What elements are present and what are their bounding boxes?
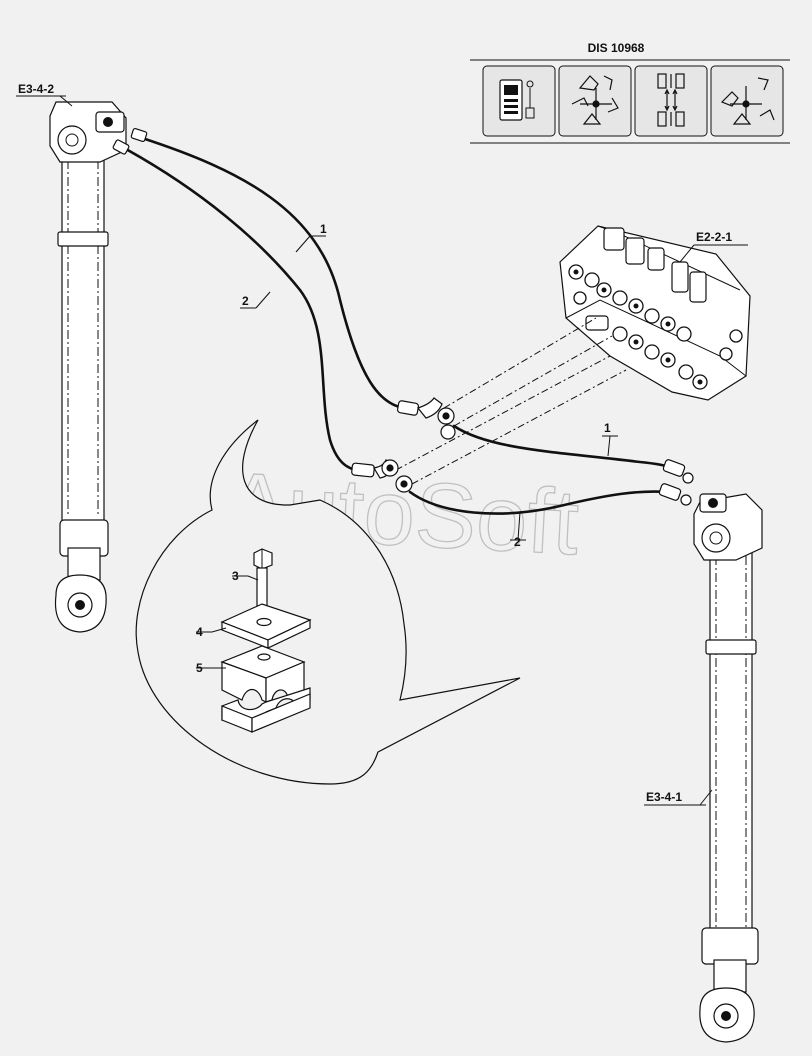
document-hand-icon: [499, 79, 535, 121]
hose-fittings: [112, 128, 694, 506]
plate: [220, 603, 312, 649]
callout-hose-2-upper: 2: [242, 294, 249, 308]
icon-panel: [470, 59, 790, 144]
excavator-rotate-icon: [720, 77, 775, 125]
cylinder-arrows-icon: [657, 73, 685, 127]
left-cylinder: [49, 101, 127, 633]
callouts: 1 2 1 2: [240, 222, 618, 549]
excavator-motion-icon: [571, 75, 619, 125]
callout-hose-1-upper: 1: [320, 222, 327, 236]
callout-bolt: 3: [232, 569, 239, 583]
bolt: [253, 548, 273, 607]
right-cylinder-ref: E3-4-1: [646, 790, 682, 804]
diagram-code: DIS 10968: [588, 41, 645, 55]
connection-lines: [395, 317, 627, 485]
left-cylinder-ref: E3-4-2: [18, 82, 54, 96]
callout-plate: 4: [196, 625, 203, 639]
detail-callouts: 3 4 5: [196, 569, 259, 675]
callout-hose-1-lower: 1: [604, 421, 611, 435]
right-cylinder: [693, 493, 763, 1043]
valve-block: [559, 225, 751, 401]
hose-2-lower: [408, 490, 670, 515]
callout-hose-2-lower: 2: [514, 535, 521, 549]
valve-block-ref: E2-2-1: [696, 230, 732, 244]
callout-clamp: 5: [196, 661, 203, 675]
hose-1-upper: [140, 136, 406, 410]
hose-1-lower: [452, 424, 674, 470]
clamp-lower: [221, 687, 311, 733]
hose-2-upper: [122, 146, 368, 474]
clamp-upper: [220, 645, 306, 703]
